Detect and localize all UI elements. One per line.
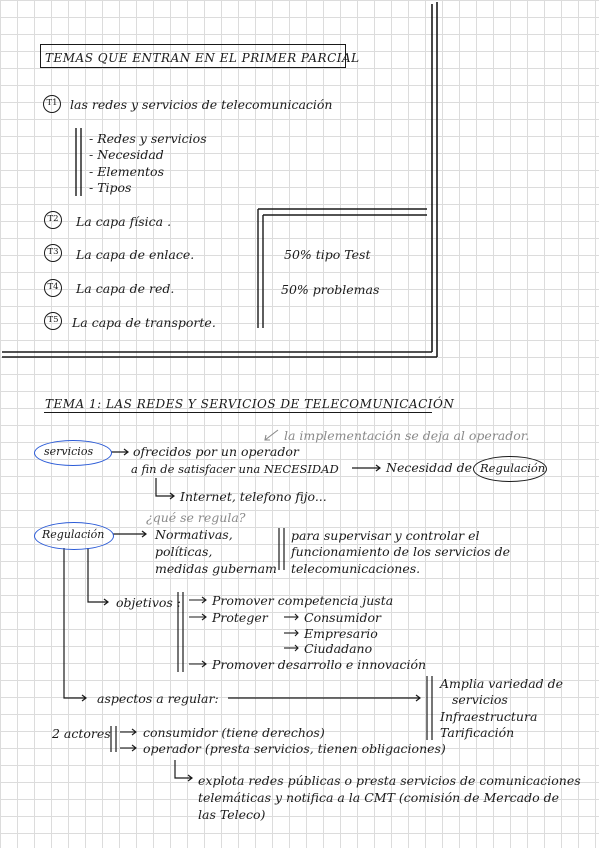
regulacion-word: Regulación (42, 528, 105, 541)
section1-title: TEMAS QUE ENTRAN EN EL PRIMER PARCIAL (45, 51, 360, 65)
regulacion-purpose-2: funcionamiento de los servicios de (291, 544, 511, 559)
necesidad-de-label: Necesidad de (386, 460, 472, 475)
topic-t1-label: las redes y servicios de telecomunicació… (70, 97, 333, 112)
servicios-offered: ofrecidos por un operador (133, 444, 299, 459)
necesidad-regulacion-word: Regulación (480, 461, 546, 475)
regulacion-purpose-3: telecomunicaciones. (291, 561, 421, 576)
regulacion-circle (473, 456, 547, 482)
servicios-highlight (34, 440, 112, 466)
t1-subitem-necesidad: - Necesidad (89, 147, 164, 162)
section1-title-box (40, 44, 346, 68)
t1-subitem-elementos: - Elementos (89, 164, 164, 179)
topic-t2-label: La capa física . (76, 214, 172, 229)
operador-note-3: las Teleco) (198, 807, 266, 822)
operador-note-2: telemáticas y notifica a la CMT (comisió… (198, 790, 560, 805)
aspecto-servicios: servicios (452, 692, 508, 707)
servicios-purpose: a fin de satisfacer una NECESIDAD (131, 462, 339, 476)
protect-empresario: Empresario (304, 626, 378, 641)
topic-badge-t5: T5 (44, 312, 62, 330)
topic-t5-label: La capa de transporte. (72, 315, 216, 330)
topic-badge-t3: T3 (44, 244, 62, 262)
operador-note-1: explota redes públicas o presta servicio… (198, 773, 581, 788)
protect-ciudadano: Ciudadano (304, 641, 373, 656)
protect-consumidor: Consumidor (304, 610, 381, 625)
exam-problems-share: 50% problemas (281, 282, 380, 297)
topic-badge-t4: T4 (44, 279, 62, 297)
exam-test-share: 50% tipo Test (284, 247, 371, 262)
aspectos-label: aspectos a regular: (97, 691, 219, 706)
regulacion-highlight (34, 522, 114, 550)
servicios-examples: Internet, telefono fijo... (180, 489, 327, 504)
t1-subitem-tipos: - Tipos (89, 180, 132, 195)
regulacion-purpose-1: para supervisar y controlar el (291, 528, 480, 543)
topic-t4-label: La capa de red. (76, 281, 175, 296)
servicios-word: servicios (44, 445, 94, 458)
actor-operador: operador (presta servicios, tienen oblig… (143, 741, 446, 756)
objective-proteger: Proteger (212, 610, 268, 625)
regulacion-question: ¿qué se regula? (146, 510, 246, 525)
topic-badge-t2: T2 (44, 211, 62, 229)
topic-badge-t1: T1 (43, 95, 61, 113)
section2-title-underline (44, 412, 432, 414)
aspecto-tarificacion: Tarificación (440, 725, 515, 740)
actor-consumidor: consumidor (tiene derechos) (143, 725, 325, 740)
section2-title: TEMA 1: LAS REDES Y SERVICIOS DE TELECOM… (45, 397, 455, 411)
aspecto-infraestructura: Infraestructura (440, 709, 538, 724)
topic-t3-label: La capa de enlace. (76, 247, 195, 262)
objective-desarrollo: Promover desarrollo e innovación (212, 657, 427, 672)
aspecto-variedad: Amplia variedad de (440, 676, 564, 691)
actores-label: 2 actores (52, 726, 111, 741)
t1-subitem-redes: - Redes y servicios (89, 131, 207, 146)
servicios-annotation: la implementación se deja al operador. (284, 428, 530, 443)
regulacion-item-politicas: políticas, (155, 544, 213, 559)
regulacion-item-normativas: Normativas, (155, 527, 233, 542)
regulacion-item-medidas: medidas gubernam (155, 561, 277, 576)
objetivos-label: objetivos : (116, 595, 182, 610)
objective-competencia: Promover competencia justa (212, 593, 394, 608)
